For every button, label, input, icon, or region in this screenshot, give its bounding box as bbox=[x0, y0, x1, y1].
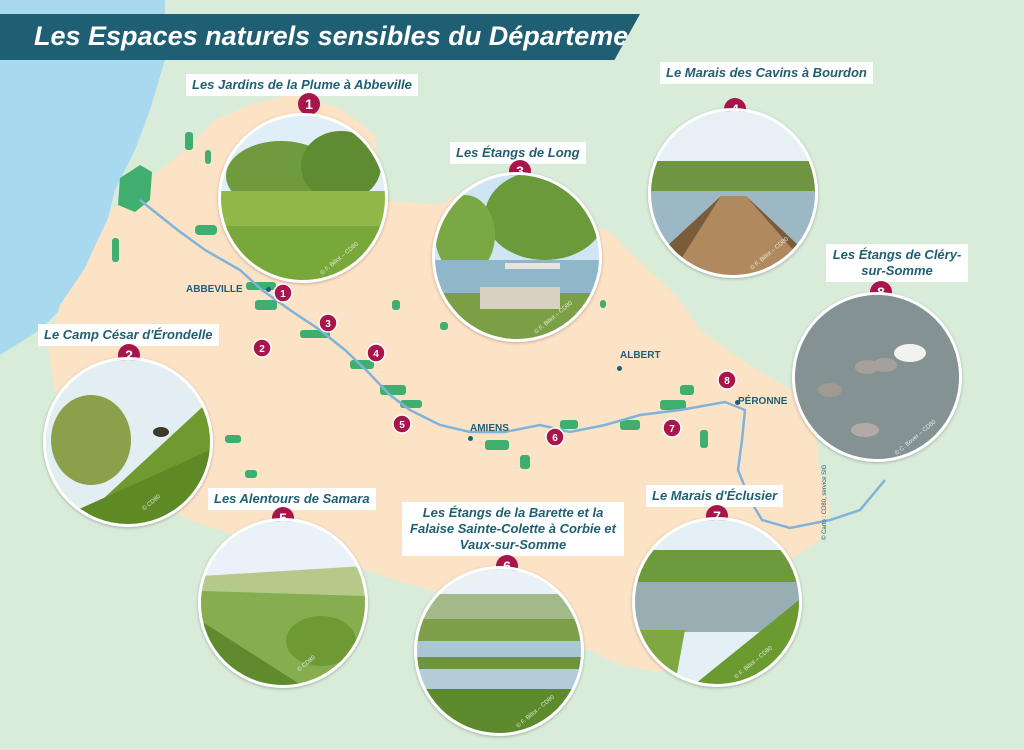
map-markers: 1 2 3 4 5 6 7 8 bbox=[252, 283, 737, 447]
svg-text:5: 5 bbox=[399, 420, 405, 431]
map-marker-1[interactable]: 1 bbox=[273, 283, 293, 303]
svg-text:1: 1 bbox=[280, 289, 286, 300]
city-dot-amiens bbox=[468, 436, 473, 441]
site-photo-3[interactable]: © F. Billot – CD80 bbox=[432, 172, 602, 342]
photo-ponds-cliff bbox=[417, 569, 581, 733]
site-label-3: Les Étangs de Long bbox=[450, 142, 586, 164]
title-banner: Les Espaces naturels sensibles du Départ… bbox=[0, 14, 640, 60]
site-photo-5[interactable]: © CD80 bbox=[198, 518, 368, 688]
city-label-amiens: AMIENS bbox=[470, 423, 509, 434]
sea-area bbox=[0, 0, 165, 355]
svg-text:3: 3 bbox=[325, 319, 331, 330]
svg-text:7: 7 bbox=[669, 424, 675, 435]
site-label-8: Les Étangs de Cléry-sur-Somme bbox=[826, 244, 968, 282]
map-marker-4[interactable]: 4 bbox=[366, 343, 386, 363]
site-badge-1: 1 bbox=[298, 93, 320, 115]
site-label-6: Les Étangs de la Barette et la Falaise S… bbox=[402, 502, 624, 556]
site-photo-8[interactable]: © C. Bover – CD80 bbox=[792, 292, 962, 462]
site-label-2: Le Camp César d'Érondelle bbox=[38, 324, 219, 346]
map-marker-8[interactable]: 8 bbox=[717, 370, 737, 390]
page-title: Les Espaces naturels sensibles du Départ… bbox=[34, 21, 654, 51]
site-label-4: Le Marais des Cavins à Bourdon bbox=[660, 62, 873, 84]
site-photo-6[interactable]: © F. Billot – CD80 bbox=[414, 566, 584, 736]
city-label-abbeville: ABBEVILLE bbox=[186, 284, 243, 295]
map-marker-2[interactable]: 2 bbox=[252, 338, 272, 358]
site-photo-7[interactable]: © F. Billot – CD80 bbox=[632, 517, 802, 687]
svg-text:4: 4 bbox=[373, 349, 379, 360]
svg-text:8: 8 bbox=[724, 376, 730, 387]
photo-swans bbox=[795, 295, 959, 459]
city-dot-peronne bbox=[735, 400, 740, 405]
site-photo-4[interactable]: © F. Billot – CD80 bbox=[648, 108, 818, 278]
site-label-1: Les Jardins de la Plume à Abbeville bbox=[186, 74, 418, 96]
site-label-6-text: Les Étangs de la Barette et la Falaise S… bbox=[410, 505, 616, 552]
city-dot-abbeville bbox=[266, 287, 271, 292]
photo-meadow bbox=[221, 116, 385, 280]
map-marker-6[interactable]: 6 bbox=[545, 427, 565, 447]
city-dot-albert bbox=[617, 366, 622, 371]
svg-text:6: 6 bbox=[552, 433, 558, 444]
photo-valley bbox=[201, 521, 365, 685]
map-marker-7[interactable]: 7 bbox=[662, 418, 682, 438]
site-label-7: Le Marais d'Éclusier bbox=[646, 485, 784, 507]
site-photo-2[interactable]: © CD80 bbox=[43, 357, 213, 527]
city-label-peronne: PÉRONNE bbox=[738, 396, 788, 407]
site-label-5: Les Alentours de Samara bbox=[208, 488, 376, 510]
photo-pond-table bbox=[435, 175, 599, 339]
photo-slope bbox=[46, 360, 210, 524]
photo-marsh bbox=[635, 520, 799, 684]
svg-text:2: 2 bbox=[259, 344, 265, 355]
copyright-note: © Carto : CD80, service SIG bbox=[822, 464, 828, 540]
city-label-albert: ALBERT bbox=[620, 350, 661, 361]
site-label-8-text: Les Étangs de Cléry-sur-Somme bbox=[832, 247, 962, 278]
photo-boardwalk bbox=[651, 111, 815, 275]
natural-areas bbox=[112, 132, 758, 497]
site-photo-1[interactable]: © F. Billot – CD80 bbox=[218, 113, 388, 283]
map-marker-3[interactable]: 3 bbox=[318, 313, 338, 333]
map-marker-5[interactable]: 5 bbox=[392, 414, 412, 434]
